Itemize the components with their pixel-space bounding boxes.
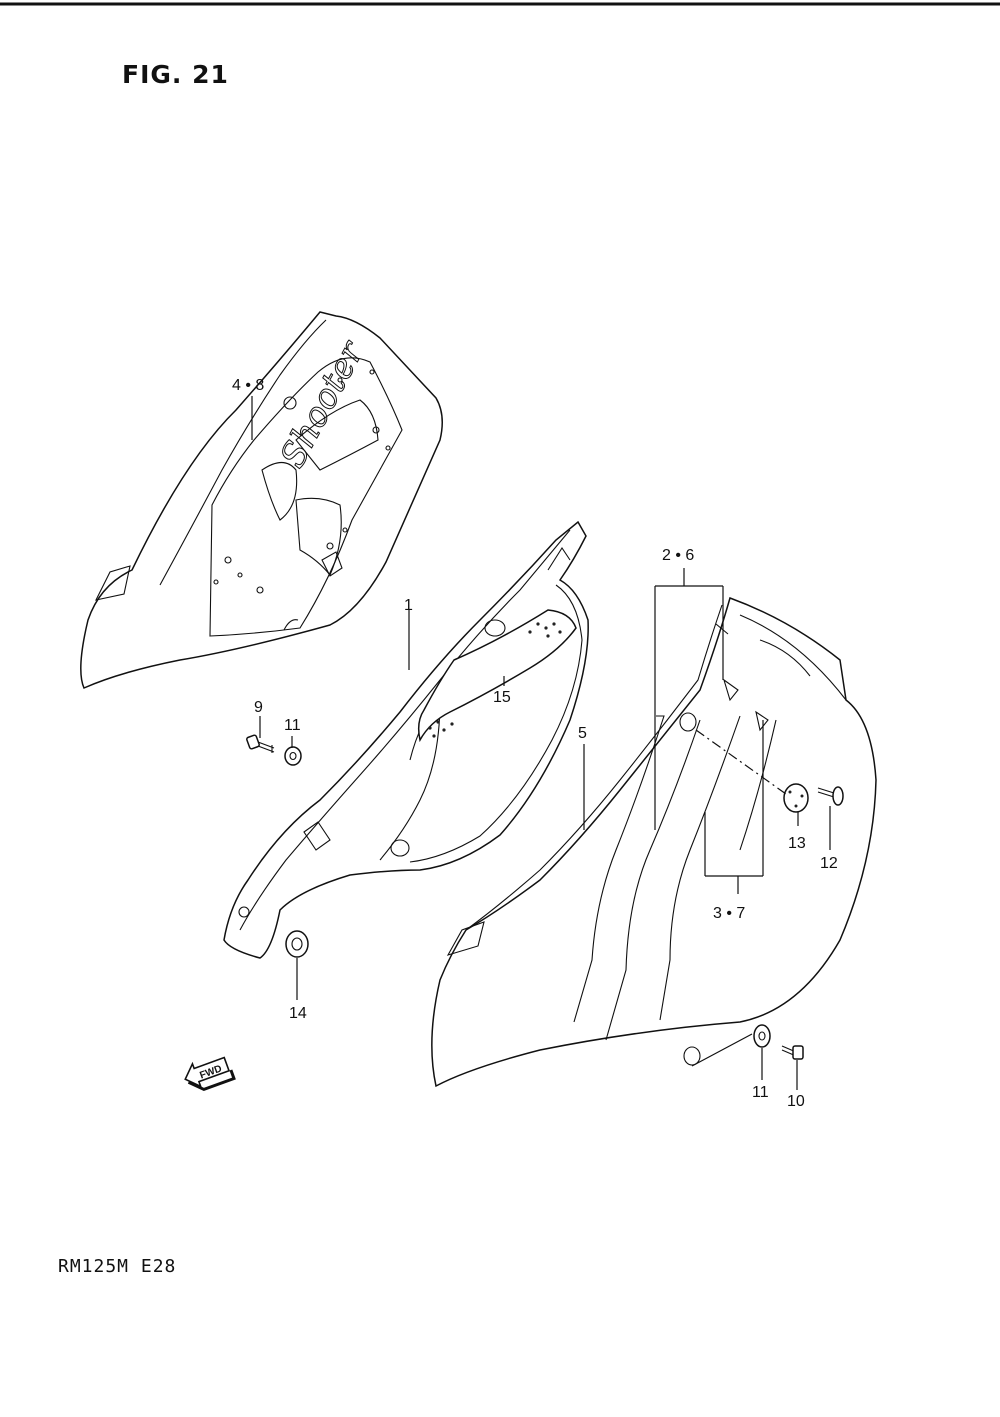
callout-2-6: 2 • 6 (662, 547, 694, 564)
callout-4-8: 4 • 8 (232, 377, 264, 394)
figure-title: FIG. 21 (122, 60, 229, 89)
callout-11-right: 11 (752, 1084, 769, 1101)
callout-3-7: 3 • 7 (713, 905, 745, 922)
side-cover-part-5 (431, 597, 877, 1088)
callout-9: 9 (254, 699, 263, 716)
frame-cover-part-1 (223, 520, 589, 959)
side-cover-decal: Shooter (80, 311, 443, 689)
model-code: RM125M E28 (58, 1256, 177, 1277)
callout-labels: 4 • 8 1 15 9 11 14 2 • 6 5 13 12 3 • 7 1… (232, 377, 838, 1110)
callout-13: 13 (788, 835, 806, 852)
callout-15: 15 (493, 689, 511, 706)
callout-11-left: 11 (284, 717, 301, 734)
grommet-part-13 (783, 783, 809, 813)
forward-arrow-icon: FWD (184, 1056, 236, 1092)
bolt-part-9 (246, 734, 275, 753)
cushion-pad-part-15 (417, 609, 577, 743)
callout-10: 10 (787, 1093, 805, 1110)
leader-lines (251, 396, 831, 1090)
callout-1: 1 (404, 597, 413, 614)
washer-part-11-right (753, 1024, 771, 1048)
callout-14: 14 (289, 1005, 307, 1022)
callout-12: 12 (820, 855, 838, 872)
washer-part-11-left (284, 746, 302, 766)
bolt-part-10 (781, 1045, 804, 1060)
grommet-part-14 (285, 930, 309, 958)
callout-5: 5 (578, 725, 587, 742)
bolt-part-12 (817, 786, 844, 806)
